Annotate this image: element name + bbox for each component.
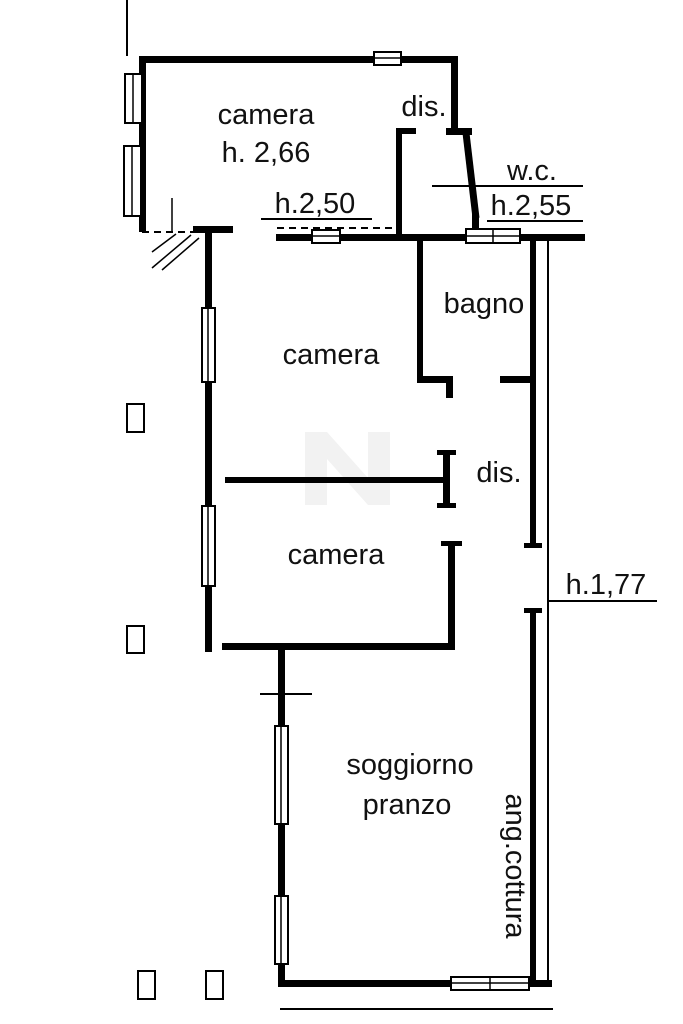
wall-dis-right (451, 56, 458, 135)
wall-top (139, 56, 458, 63)
label-ang-cottura: ang.cottura (499, 793, 531, 939)
label-bagno: bagno (444, 288, 525, 320)
wall-right-lower (530, 610, 536, 987)
label-camera-top-height: h. 2,66 (222, 137, 311, 169)
label-camera-mid: camera (283, 339, 381, 371)
wall-bagno-bottom-left (417, 376, 453, 383)
wall-left-mid-cap (193, 226, 233, 233)
label-soggiorno-line1: soggiorno (346, 749, 473, 781)
pillar-bottom-2 (205, 970, 224, 1000)
pillar-left-1 (126, 403, 145, 433)
label-camera-lower: camera (288, 539, 386, 571)
wall-duct-tick (396, 128, 416, 134)
wall-bagno-bottom-right (500, 376, 536, 383)
pillars (126, 403, 224, 1000)
label-dis-top: dis. (401, 91, 446, 123)
wall-right-upper (530, 241, 536, 548)
wall-bagno-door-stub (446, 376, 453, 398)
label-passage-height: h.2,50 (275, 188, 356, 220)
label-camera-top: camera (218, 99, 316, 131)
stair-hatch-line (151, 234, 192, 269)
wall-wc-corner (446, 128, 472, 135)
wall-camera-lower-right (448, 545, 455, 650)
labels: camera h. 2,66 dis. w.c. h.2,55 h.2,50 b… (218, 91, 647, 939)
wall-opening-tick-bottom (524, 608, 542, 613)
wall-bagno-left (417, 241, 423, 381)
label-wc: w.c. (506, 155, 557, 187)
wall-camera-lower-bottom (222, 643, 455, 650)
label-opening-height: h.1,77 (566, 569, 647, 601)
wall-dis-mid-tick-bottom (437, 503, 456, 508)
wall-wc-diagonal (462, 132, 480, 219)
wall-dis-mid-stub (443, 454, 450, 506)
label-wc-height: h.2,55 (491, 190, 572, 222)
wall-left-top-room (139, 56, 146, 232)
wall-bottom (278, 980, 552, 987)
wall-left-mid (205, 226, 212, 652)
stair-hatch-line (161, 237, 200, 271)
wall-wc-lower (472, 214, 479, 241)
stair-hatch-line (151, 233, 177, 253)
watermark (305, 432, 390, 505)
wall-camera-lower-tick (441, 541, 462, 546)
wall-duct-left (396, 128, 402, 241)
wall-opening-tick-top (524, 543, 542, 548)
label-dis-mid: dis. (476, 457, 521, 489)
annotation-lines (126, 0, 657, 1010)
wall-dis-mid-tick-top (437, 450, 456, 455)
wall-divider-mid (225, 477, 447, 483)
windows (123, 51, 530, 991)
pillar-bottom-1 (137, 970, 156, 1000)
pillar-left-2 (126, 625, 145, 654)
label-soggiorno-line2: pranzo (363, 789, 452, 821)
